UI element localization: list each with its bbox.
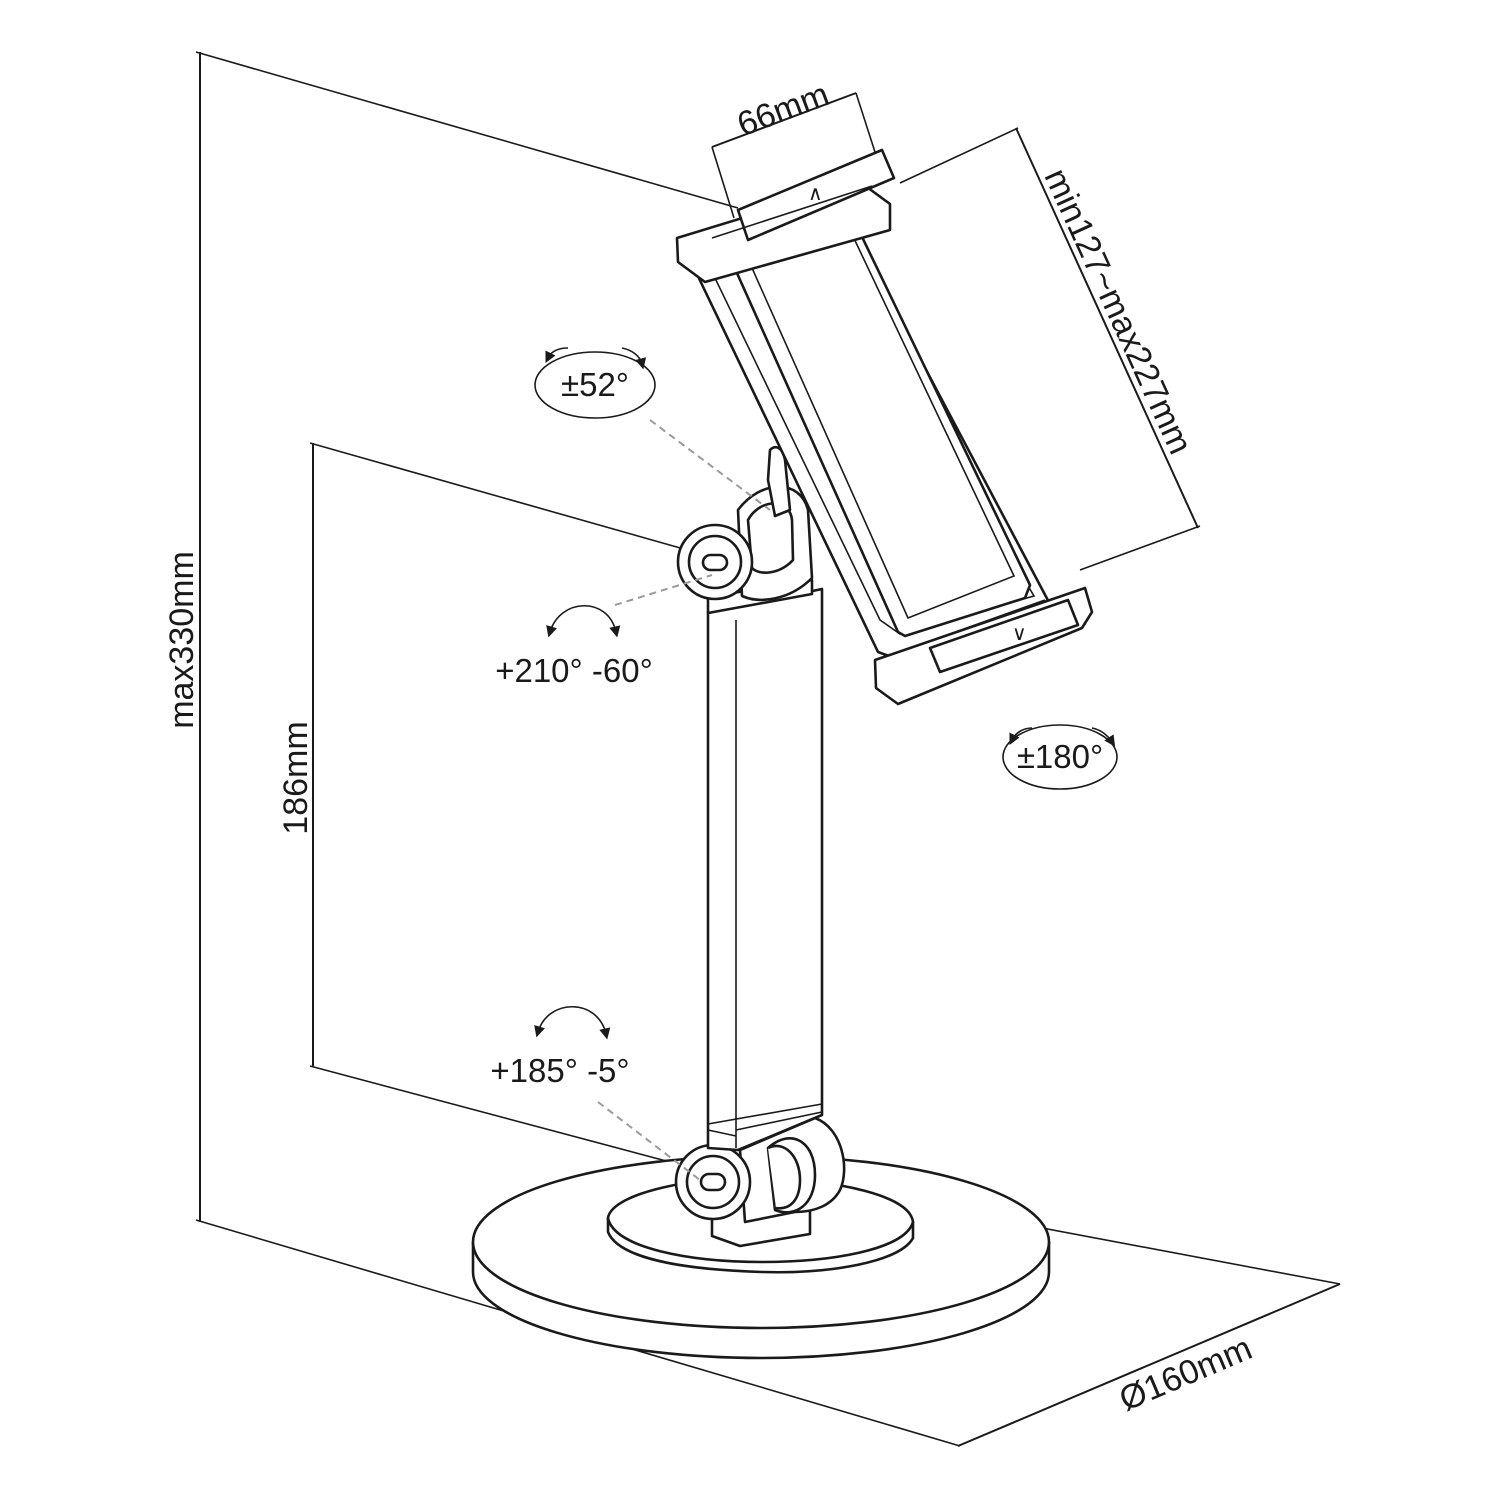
rotation-angle-label: ±180°: [1017, 738, 1103, 775]
upper-joint-indicator: +210° -60°: [495, 605, 653, 689]
lower-joint: [674, 1116, 846, 1224]
up-arrow-icon: ∧: [808, 183, 823, 205]
tablet-clamp: ∧ ∨: [675, 148, 1094, 706]
lower-joint-indicator: +185° -5°: [490, 1005, 630, 1089]
arm: [706, 587, 824, 1152]
lower-joint-angle-label: +185° -5°: [490, 1052, 629, 1089]
down-arrow-icon: ∨: [1012, 623, 1027, 645]
height-max-label: max330mm: [163, 551, 201, 729]
base-diameter-label: Ø160mm: [1114, 1329, 1258, 1419]
dimension-lines: [195, 51, 1341, 1447]
tilt-indicator: ±52°: [534, 347, 656, 419]
clamp-width-label: 66mm: [732, 75, 834, 144]
upper-joint-angle-label: +210° -60°: [495, 652, 653, 689]
leader-lines: [597, 419, 771, 1181]
arm-length-label: 186mm: [277, 721, 315, 834]
clamp-range-label: min127~max227mm: [1037, 163, 1200, 460]
tilt-angle-label: ±52°: [561, 366, 629, 403]
rotation-indicator: ±180°: [1002, 724, 1118, 790]
